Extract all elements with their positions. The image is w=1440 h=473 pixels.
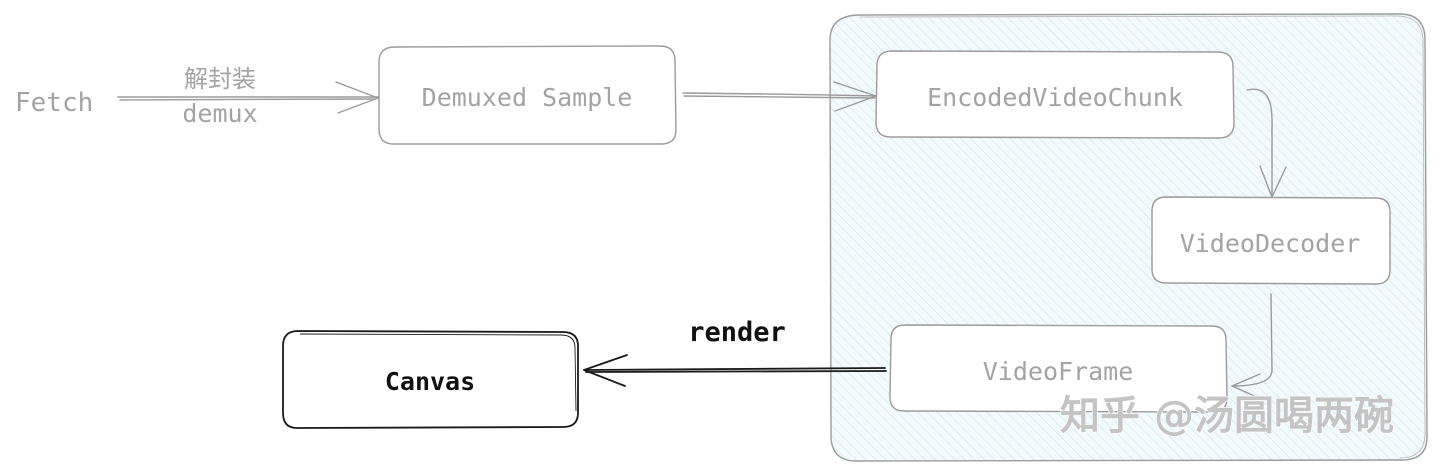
demuxed-sample-node: Demuxed Sample xyxy=(378,45,677,145)
video-frame-node: VideoFrame xyxy=(889,324,1228,413)
demuxed-sample-label: Demuxed Sample xyxy=(422,83,633,112)
video-frame-label: VideoFrame xyxy=(983,357,1134,386)
demux-cn-label: 解封装 xyxy=(184,65,256,93)
encoded-video-chunk-node: EncodedVideoChunk xyxy=(875,50,1235,139)
canvas-node: Canvas xyxy=(282,330,579,429)
video-decoder-node: VideoDecoder xyxy=(1151,196,1391,285)
frame-to-canvas-arrow xyxy=(583,354,887,387)
demux-en-label: demux xyxy=(182,99,257,128)
fetch-label: Fetch xyxy=(15,88,93,118)
canvas-label: Canvas xyxy=(385,367,475,396)
render-label: render xyxy=(688,317,786,348)
video-decoder-label: VideoDecoder xyxy=(1180,229,1361,258)
decoder-to-frame-arrow xyxy=(1231,293,1273,399)
encoded-video-chunk-label: EncodedVideoChunk xyxy=(927,83,1183,112)
fetch-to-demux-arrow xyxy=(117,81,379,114)
watermark-text: 知乎 @汤圆喝两碗 xyxy=(1060,393,1394,439)
